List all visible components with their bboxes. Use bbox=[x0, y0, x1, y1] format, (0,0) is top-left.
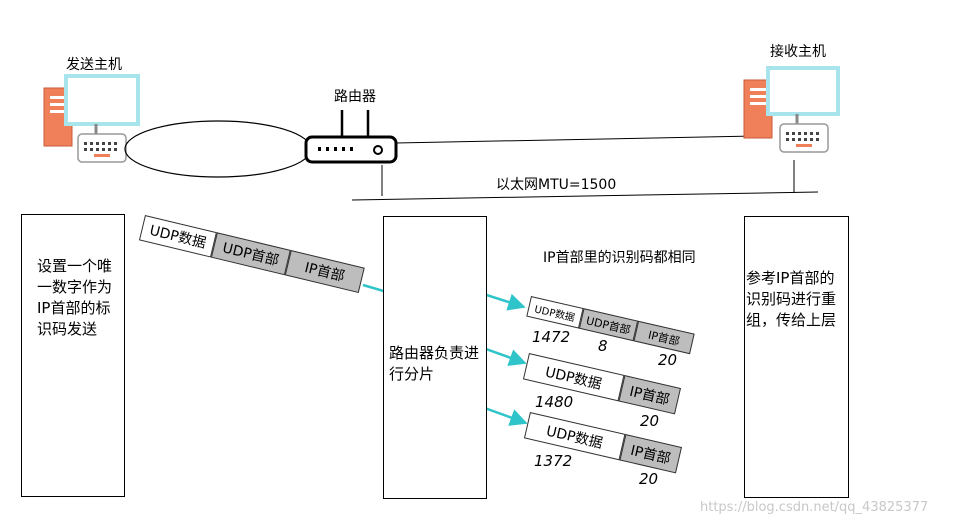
sender-label: 发送主机 bbox=[66, 57, 122, 73]
router-note-line: 路由器负责进 bbox=[389, 344, 480, 362]
sender-note-line: IP首部的标 bbox=[37, 299, 111, 317]
fragment-3-size-data: 1372 bbox=[534, 452, 573, 470]
router-icon bbox=[304, 110, 398, 164]
receiver-computer-icon bbox=[743, 66, 840, 153]
sender-note-line: 一数字作为 bbox=[37, 278, 113, 296]
receiver-note-line: 参考IP首部的 bbox=[746, 269, 835, 287]
receiver-note: 参考IP首部的 识别码进行重 组，传给上层 bbox=[746, 268, 836, 331]
sender-note: 设置一个唯 一数字作为 IP首部的标 识码发送 bbox=[37, 256, 112, 340]
watermark: https://blog.csdn.net/qq_43825377 bbox=[700, 500, 929, 515]
fragment-1-size-data: 1472 bbox=[532, 328, 571, 346]
mtu-underline bbox=[351, 191, 819, 201]
receiver-note-line: 组，传给上层 bbox=[746, 311, 837, 329]
same-id-label: IP首部里的识别码都相同 bbox=[543, 250, 696, 266]
fragment-2-size-ip-header: 20 bbox=[640, 412, 660, 430]
fragment-3-size-ip-header: 20 bbox=[639, 470, 659, 488]
network-link-ellipse bbox=[124, 120, 312, 178]
fragment-1-size-ip-header: 20 bbox=[658, 351, 678, 369]
fragment-2-size-data: 1480 bbox=[535, 393, 574, 411]
sender-computer-icon bbox=[43, 74, 140, 163]
fragment-1-size-udp-header: 8 bbox=[598, 337, 608, 355]
receiver-note-line: 识别码进行重 bbox=[746, 290, 837, 308]
router-note-line: 行分片 bbox=[389, 365, 435, 383]
router-note-box bbox=[383, 216, 487, 499]
ethernet-link bbox=[395, 135, 756, 144]
router-note: 路由器负责进 行分片 bbox=[389, 343, 479, 385]
sender-note-line: 识码发送 bbox=[37, 320, 98, 338]
receiver-label: 接收主机 bbox=[770, 44, 826, 60]
sender-note-line: 设置一个唯 bbox=[37, 257, 113, 275]
receiver-note-box bbox=[744, 216, 849, 498]
router-label: 路由器 bbox=[334, 89, 376, 105]
sender-note-box bbox=[21, 214, 125, 497]
mtu-label: 以太网MTU=1500 bbox=[496, 177, 617, 193]
